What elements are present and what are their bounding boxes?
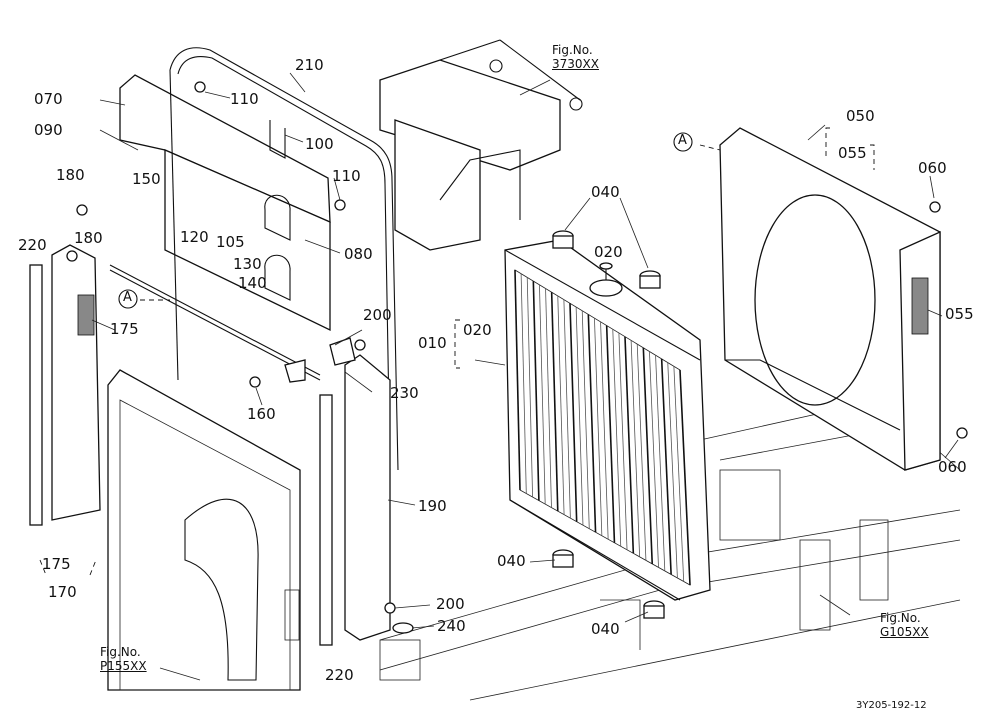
radiator-fin xyxy=(557,295,565,515)
part-label: 010 xyxy=(418,334,447,352)
radiator-fin xyxy=(581,310,590,529)
mounting-rod xyxy=(109,264,356,383)
part-label: 070 xyxy=(34,90,63,108)
radiator-fin xyxy=(673,366,685,582)
part-label: 210 xyxy=(295,56,324,74)
part-label: 110 xyxy=(332,167,361,185)
callout-a-left: A xyxy=(123,290,132,305)
radiator-fin xyxy=(605,325,616,543)
radiator-fin xyxy=(679,369,691,586)
part-label: 180 xyxy=(74,229,103,247)
callout-circles xyxy=(118,132,693,309)
radiator-fin xyxy=(649,351,659,568)
callout-a-right: A xyxy=(678,133,687,148)
part-label: 175 xyxy=(110,320,139,338)
radiator-fin xyxy=(660,358,672,575)
radiator-fin xyxy=(594,318,603,536)
seal-strip xyxy=(169,47,399,471)
radiator-fin xyxy=(575,307,584,526)
radiator-fin xyxy=(550,292,559,512)
radiator xyxy=(504,239,711,601)
radiator-fin xyxy=(526,277,533,498)
rubber-mounts xyxy=(552,230,665,619)
radiator-cap xyxy=(589,262,623,297)
part-label: 200 xyxy=(436,595,465,613)
part-label: 190 xyxy=(418,497,447,515)
part-label: 230 xyxy=(390,384,419,402)
radiator-fin xyxy=(563,299,571,519)
part-label: 140 xyxy=(238,274,267,292)
radiator-fin xyxy=(655,355,666,571)
drawing-code: 3Y205-192-12 xyxy=(856,700,927,711)
radiator-fin xyxy=(520,273,527,494)
radiator-fin xyxy=(636,344,647,561)
part-label: 055 xyxy=(945,305,974,323)
radiator-fin xyxy=(624,336,635,554)
upper-shroud-panel xyxy=(119,74,331,332)
chassis-frame xyxy=(379,399,961,701)
part-label: 020 xyxy=(594,243,623,261)
radiator-fin xyxy=(539,284,546,505)
part-label: 240 xyxy=(437,617,466,635)
fig-ref-3730xx: Fig.No. 3730XX xyxy=(552,43,599,71)
fan-shroud xyxy=(719,127,941,471)
leader-lines xyxy=(39,72,959,681)
part-label: 040 xyxy=(497,552,526,570)
part-label: 040 xyxy=(591,183,620,201)
part-label: 220 xyxy=(325,666,354,684)
part-label: 120 xyxy=(180,228,209,246)
part-label: 050 xyxy=(846,107,875,125)
bolts xyxy=(66,81,968,634)
fig-ref-g105xx: Fig.No. G105XX xyxy=(880,611,929,639)
part-label: 180 xyxy=(56,166,85,184)
radiator-fin xyxy=(667,362,678,578)
top-bracket-assembly xyxy=(379,39,583,251)
part-label: 080 xyxy=(344,245,373,263)
part-label: 055 xyxy=(838,144,867,162)
radiator-fin xyxy=(642,347,654,564)
radiator-fin xyxy=(532,281,540,501)
radiator-fin xyxy=(630,340,641,557)
part-label: 040 xyxy=(591,620,620,638)
radiator-fin xyxy=(612,329,622,547)
part-label: 130 xyxy=(233,255,262,273)
part-label: 020 xyxy=(463,321,492,339)
part-label: 100 xyxy=(305,135,334,153)
part-label: 170 xyxy=(48,583,77,601)
part-label: 160 xyxy=(247,405,276,423)
radiator-fin xyxy=(545,288,552,508)
part-label: 175 xyxy=(42,555,71,573)
right-side-panel xyxy=(319,354,391,646)
radiator-fin xyxy=(618,332,628,550)
radiator-fin xyxy=(587,314,597,533)
radiator-fin xyxy=(600,321,609,540)
part-label: 060 xyxy=(938,458,967,476)
fig-ref-p155xx: Fig.No. P155XX xyxy=(100,645,147,673)
radiator-fin xyxy=(514,269,521,491)
part-label: 200 xyxy=(363,306,392,324)
part-label: 105 xyxy=(216,233,245,251)
part-label: 220 xyxy=(18,236,47,254)
part-label: 090 xyxy=(34,121,63,139)
part-label: 110 xyxy=(230,90,259,108)
lower-frame-panel xyxy=(107,369,301,691)
part-label: 060 xyxy=(918,159,947,177)
part-label: 150 xyxy=(132,170,161,188)
radiator-fin xyxy=(569,303,578,522)
left-side-panel xyxy=(29,244,101,526)
